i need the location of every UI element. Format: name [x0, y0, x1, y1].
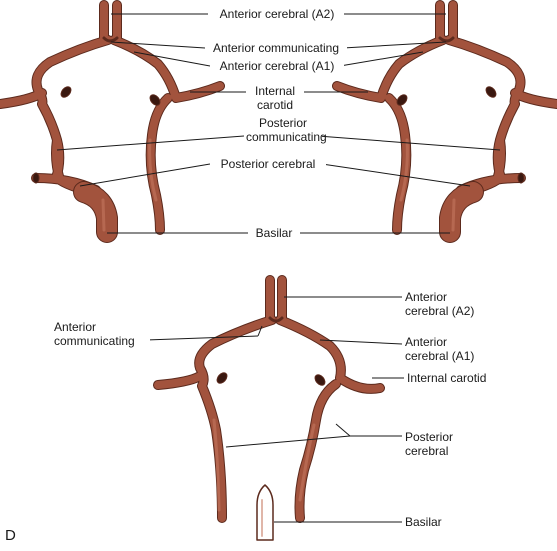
label-lower-anterior-cerebral-a2: Anterior cerebral (A2) — [403, 290, 477, 318]
label-lower-internal-carotid: Internal carotid — [405, 371, 489, 385]
leader-lines — [56, 13, 501, 523]
label-lower-anterior-communicating: Anterior communicating — [52, 320, 150, 348]
label-lower-anterior-cerebral-a2-line2: cerebral (A2) — [405, 304, 475, 318]
label-posterior-communicating-line2: communicating — [246, 130, 327, 144]
label-posterior-cerebral: Posterior cerebral — [210, 157, 326, 171]
label-posterior-communicating-line1: Posterior — [258, 116, 308, 130]
label-lower-anterior-communicating-line2: communicating — [54, 334, 135, 348]
label-posterior-communicating: Posterior communicating — [244, 116, 327, 144]
label-lower-anterior-communicating-line1: Anterior — [54, 320, 97, 334]
label-lower-posterior-cerebral-line1: Posterior — [405, 430, 454, 444]
label-lower-basilar: Basilar — [403, 515, 444, 529]
label-anterior-communicating: Anterior communicating — [205, 41, 347, 55]
top-right-circle — [332, 0, 557, 243]
basilar-stump — [256, 484, 274, 541]
figure-letter: D — [3, 527, 18, 544]
label-lower-anterior-cerebral-a1: Anterior cerebral (A1) — [403, 335, 477, 363]
label-lower-anterior-cerebral-a2-line1: Anterior — [405, 290, 448, 304]
label-internal-carotid-line1: Internal — [254, 84, 296, 98]
label-anterior-cerebral-a1: Anterior cerebral (A1) — [210, 59, 344, 73]
label-internal-carotid-line2: carotid — [256, 98, 294, 112]
label-lower-anterior-cerebral-a1-line1: Anterior — [405, 335, 448, 349]
top-left-vessels — [0, 0, 225, 243]
top-right-vessels — [332, 0, 557, 243]
label-internal-carotid: Internal carotid — [246, 84, 304, 112]
label-lower-posterior-cerebral: Posterior cerebral — [403, 430, 456, 458]
label-lower-posterior-cerebral-line2: cerebral — [405, 444, 449, 458]
top-left-circle — [0, 0, 225, 243]
bottom-circle — [153, 275, 385, 541]
label-basilar: Basilar — [248, 226, 300, 240]
label-lower-anterior-cerebral-a1-line2: cerebral (A1) — [405, 349, 475, 363]
label-anterior-cerebral-a2: Anterior cerebral (A2) — [210, 7, 344, 21]
